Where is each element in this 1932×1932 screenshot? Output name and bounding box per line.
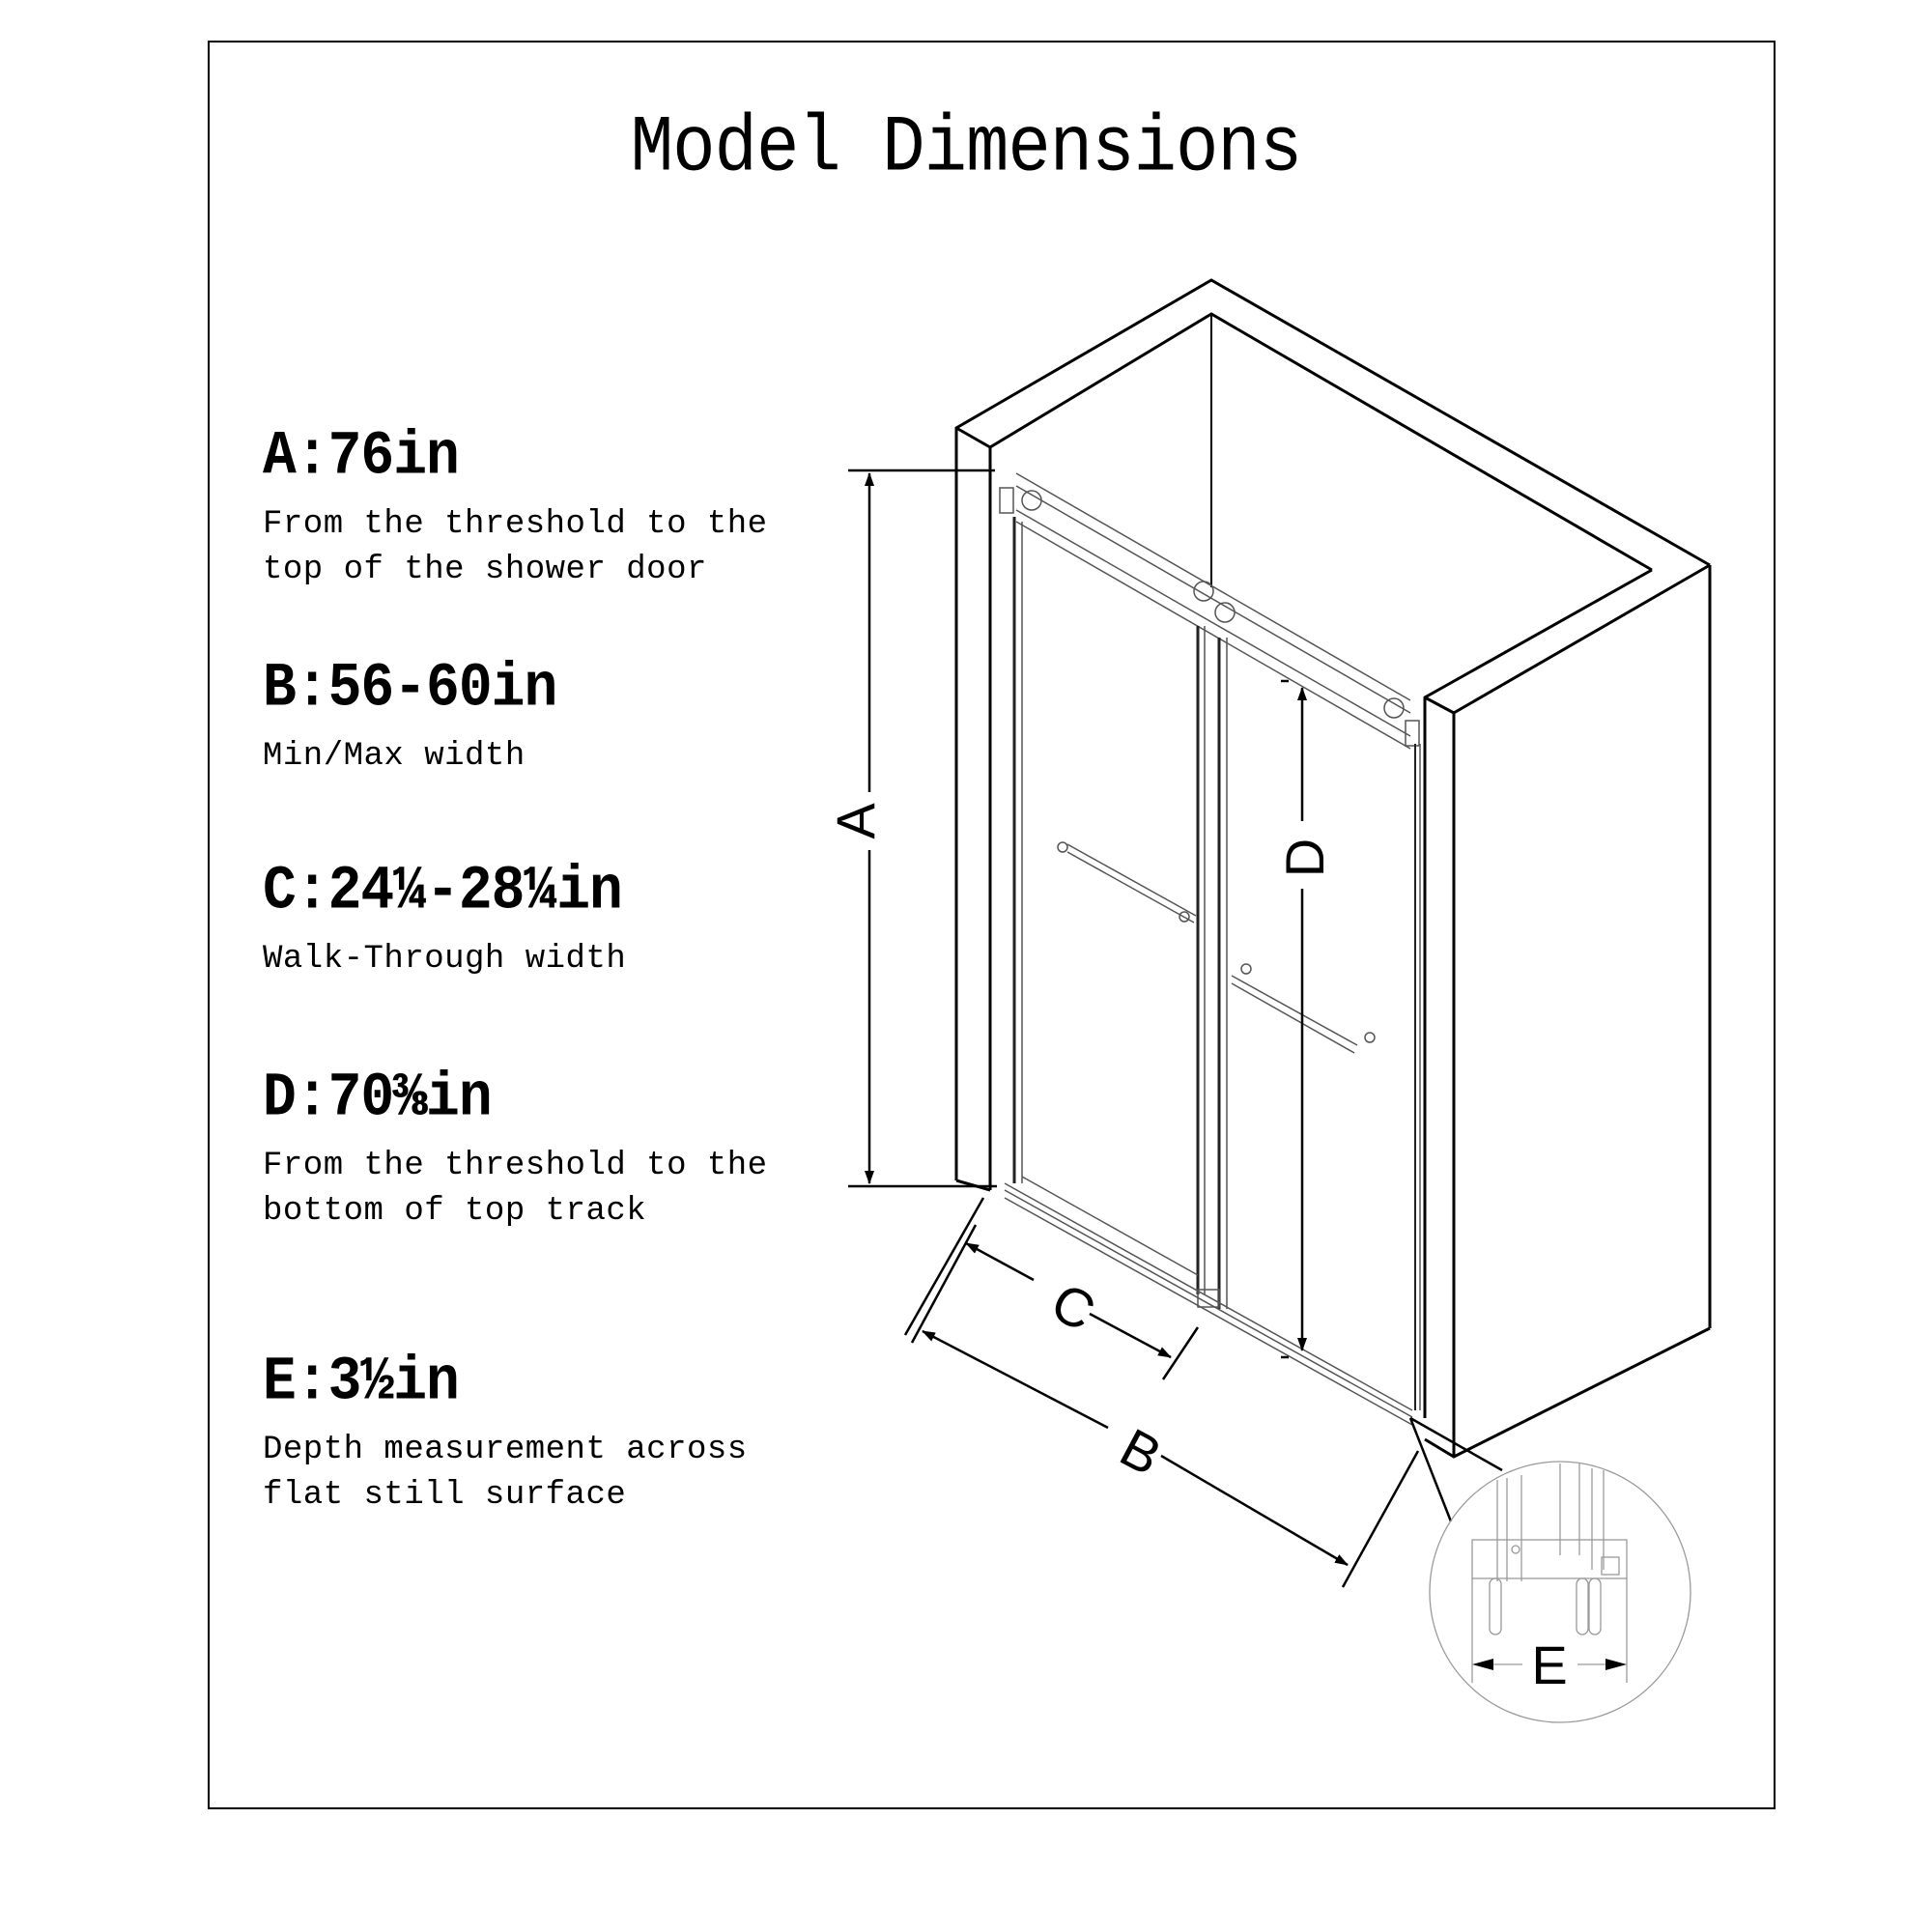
detail-e-arrows — [1472, 1659, 1627, 1670]
dimension-d — [1281, 679, 1307, 1359]
detail-callout — [1408, 1416, 1503, 1522]
spec-d-description: From the threshold to the bottom of top … — [263, 1148, 768, 1230]
detail-view-e — [1429, 1461, 1691, 1723]
spec-a: A:76in From the threshold to the top of … — [263, 422, 768, 593]
dimension-a — [848, 469, 997, 1188]
spec-a-description: From the threshold to the top of the sho… — [263, 506, 768, 588]
spec-a-label: A:76in — [263, 422, 460, 493]
spec-e-description: Depth measurement across flat still surf… — [263, 1432, 748, 1514]
spec-b-label: B:56-60in — [263, 654, 557, 724]
spec-b: B:56-60in Min/Max width — [263, 654, 557, 780]
door-assembly — [999, 472, 1421, 1426]
dimension-a-letter: A — [825, 803, 886, 839]
dimension-b-letter: B — [1111, 1416, 1172, 1487]
spec-d-label: D:70⅜in — [263, 1064, 493, 1134]
spec-c: C:24¼-28¼in Walk-Through width — [263, 857, 627, 982]
spec-b-description: Min/Max width — [263, 738, 526, 775]
spec-e: E:3½in Depth measurement across flat sti… — [263, 1348, 748, 1519]
enclosure-walls — [954, 278, 1712, 1459]
dimension-b — [910, 1224, 1420, 1588]
spec-e-label: E:3½in — [263, 1348, 460, 1418]
spec-d: D:70⅜in From the threshold to the bottom… — [263, 1064, 768, 1235]
drawing-border — [208, 41, 1776, 1809]
dimension-e-letter: E — [1531, 1634, 1567, 1695]
dimension-c — [903, 1197, 1200, 1380]
spec-c-description: Walk-Through width — [263, 941, 627, 978]
dimension-c-letter: C — [1042, 1270, 1105, 1343]
spec-c-label: C:24¼-28¼in — [263, 857, 623, 927]
page-title: Model Dimensions — [630, 102, 1303, 195]
dimension-d-letter: D — [1274, 838, 1335, 877]
